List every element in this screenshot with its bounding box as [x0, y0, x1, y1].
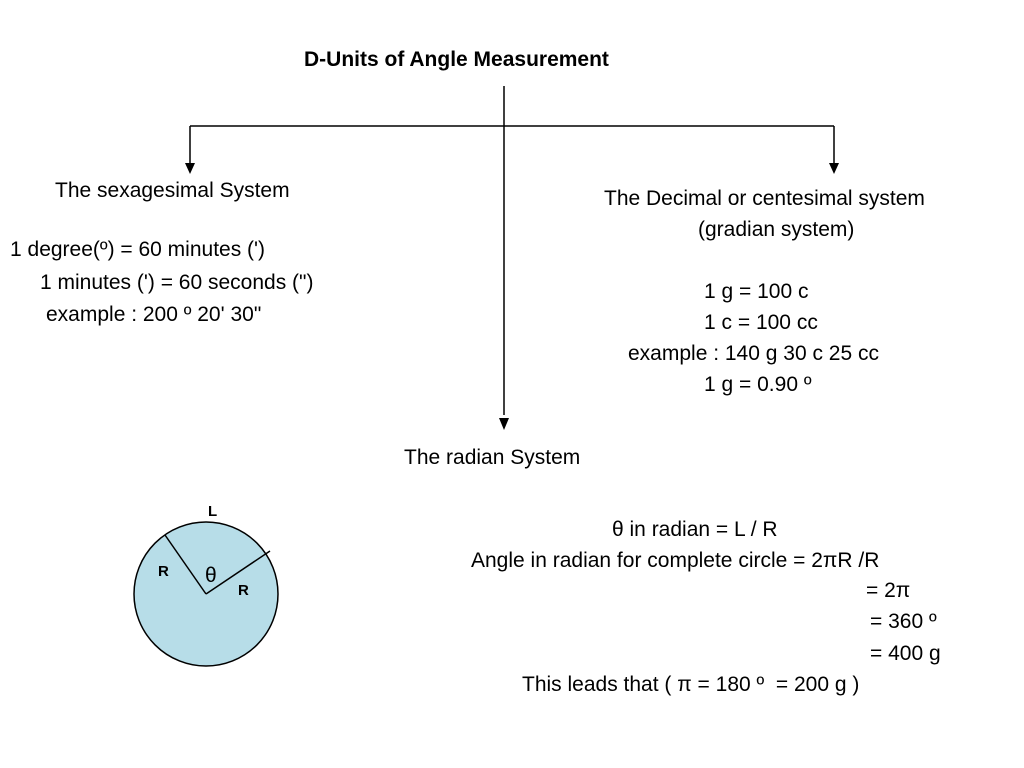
sexagesimal-line-3: example : 200 º 20' 30": [46, 303, 262, 326]
centesimal-line-4: 1 g = 0.90 º: [704, 373, 812, 396]
radian-line-2: Angle in radian for complete circle = 2π…: [471, 549, 880, 572]
centesimal-line-2: 1 c = 100 cc: [704, 311, 818, 334]
sexagesimal-line-2: 1 minutes (') = 60 seconds ("): [40, 271, 314, 294]
middle-arrowhead: [499, 418, 509, 430]
right-arrowhead: [829, 163, 839, 174]
radian-heading: The radian System: [404, 446, 581, 469]
radius-line-left: [164, 534, 207, 595]
sexagesimal-heading: The sexagesimal System: [55, 179, 290, 202]
page-title: D-Units of Angle Measurement: [304, 48, 609, 71]
radian-line-6: This leads that ( π = 180 º = 200 g ): [522, 673, 860, 696]
centesimal-heading: The Decimal or centesimal system: [604, 187, 925, 210]
arc-label: L: [208, 503, 218, 520]
radian-line-5: = 400 g: [870, 642, 941, 665]
left-arrowhead: [185, 163, 195, 174]
angle-label: θ: [205, 564, 217, 587]
radius-label-right: R: [238, 582, 249, 599]
radian-line-1: θ in radian = L / R: [612, 518, 778, 541]
radian-line-3: = 2π: [866, 579, 911, 602]
radius-line-right: [205, 550, 271, 595]
centesimal-line-1: 1 g = 100 c: [704, 280, 809, 303]
centesimal-subheading: (gradian system): [698, 218, 855, 241]
centesimal-line-3: example : 140 g 30 c 25 cc: [628, 342, 879, 365]
sexagesimal-line-1: 1 degree(º) = 60 minutes ('): [10, 238, 266, 261]
radius-label-left: R: [158, 563, 169, 580]
radian-line-4: = 360 º: [870, 610, 937, 633]
